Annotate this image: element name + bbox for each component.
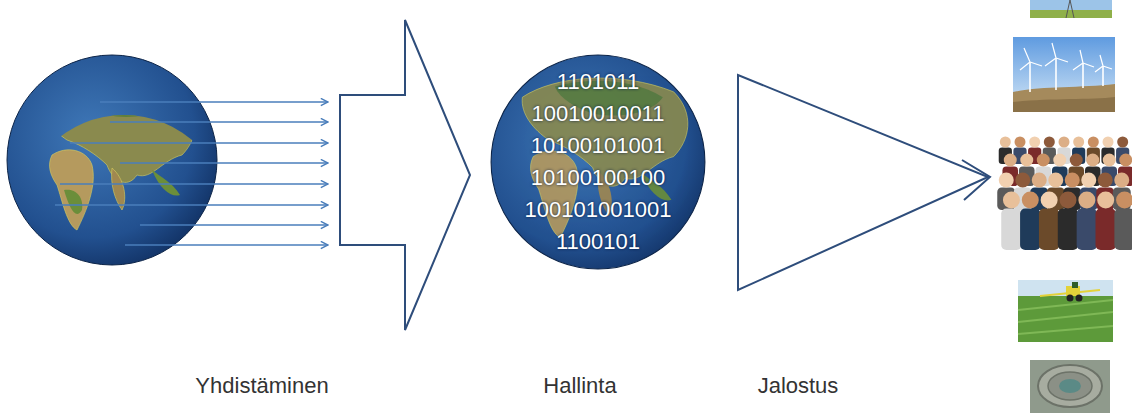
tractor-field-photo bbox=[1018, 280, 1113, 342]
power-line-photo bbox=[1030, 0, 1112, 18]
data-arrows bbox=[55, 102, 328, 245]
stage-label: Hallinta bbox=[543, 373, 616, 399]
binary-text: 1101011 10010010011 10100101001 10100100… bbox=[525, 66, 672, 258]
wind-turbines-photo bbox=[1013, 37, 1115, 112]
data-globe: 1101011 10010010011 10100101001 10100100… bbox=[490, 54, 706, 270]
stage-label: Yhdistäminen bbox=[195, 373, 328, 399]
block-arrow bbox=[340, 20, 470, 330]
refine-triangle bbox=[738, 75, 990, 290]
stage-label: Jalostus bbox=[758, 373, 839, 399]
crowd-photo bbox=[997, 137, 1132, 251]
open-pit-mine-photo bbox=[1030, 360, 1110, 413]
earth-globe bbox=[7, 55, 217, 265]
